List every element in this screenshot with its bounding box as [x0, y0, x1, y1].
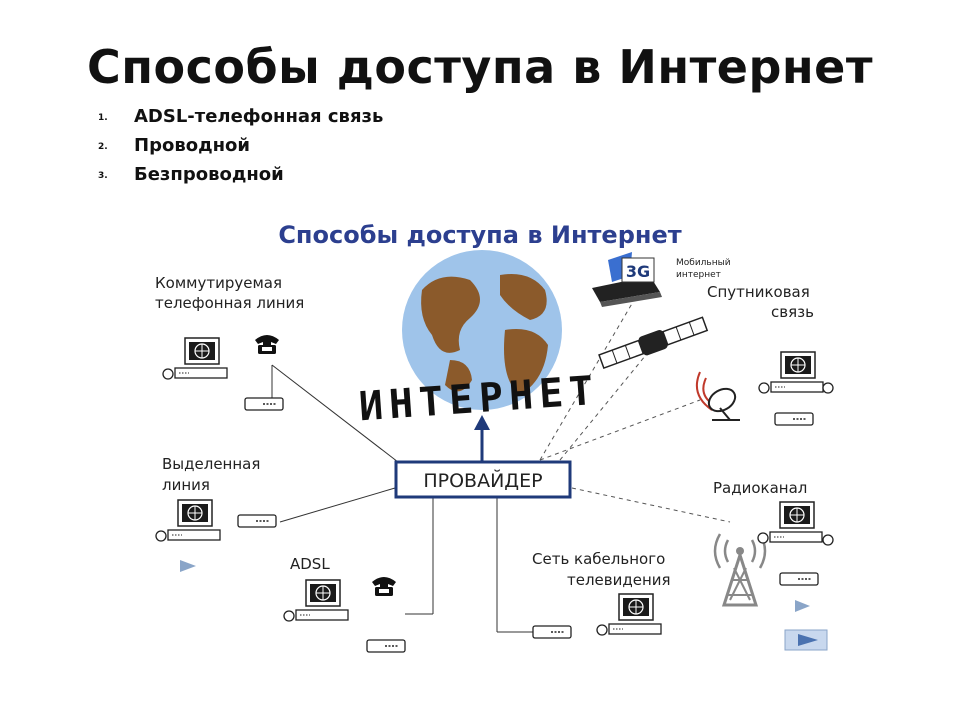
radio-tower-icon	[713, 533, 767, 607]
next-slide-icon	[798, 634, 818, 646]
bullet-item: 3. Безпроводной	[98, 162, 383, 191]
computer-icon	[757, 501, 823, 544]
3g-badge: 3G	[621, 257, 655, 283]
bullet-item: 1. ADSL-телефонная связь	[98, 104, 383, 133]
cable-tv-label: телевидения	[567, 571, 671, 589]
modem-icon	[532, 625, 572, 639]
mobile-internet-label: интернет	[676, 270, 721, 280]
dialup-label: телефонная линия	[155, 294, 304, 312]
modem-icon	[366, 639, 406, 653]
play-icon	[795, 600, 810, 612]
adsl-label: ADSL	[290, 555, 330, 573]
bullet-number: 3.	[98, 171, 108, 181]
leased-line-label: линия	[162, 476, 210, 494]
3g-label: 3G	[626, 262, 650, 281]
bullet-text: Безпроводной	[134, 164, 284, 185]
mobile-internet-label: Мобильный	[676, 258, 731, 268]
computer-icon	[596, 593, 662, 636]
computer-icon	[758, 351, 824, 394]
dish-icon	[696, 371, 740, 421]
slide-title: Способы доступа в Интернет	[86, 40, 874, 94]
mouse-icon	[822, 382, 834, 394]
provider-label: ПРОВАЙДЕР	[423, 469, 542, 492]
bullet-text: Проводной	[134, 135, 251, 156]
leased-line-label: Выделенная	[162, 455, 260, 473]
radio-channel-label: Радиоканал	[713, 479, 807, 497]
next-slide-button[interactable]	[784, 629, 828, 651]
telephone-icon	[372, 577, 396, 596]
play-icon	[180, 560, 196, 572]
bullet-text: ADSL-телефонная связь	[134, 106, 384, 127]
satellite-icon	[598, 316, 709, 370]
computer-icon	[283, 579, 349, 622]
computer-icon	[155, 499, 221, 542]
bullet-number: 1.	[98, 113, 108, 123]
dialup-label: Коммутируемая	[155, 274, 282, 292]
telephone-icon	[255, 335, 279, 354]
modem-icon	[244, 397, 284, 411]
globe-icon	[402, 250, 562, 410]
bullet-number: 2.	[98, 142, 108, 152]
modem-icon	[779, 572, 819, 586]
satellite-label: связь	[771, 303, 814, 321]
modem-icon	[237, 514, 277, 528]
uplink-arrow-icon	[474, 415, 490, 462]
computer-icon	[162, 337, 228, 380]
modem-icon	[774, 412, 814, 426]
mouse-icon	[822, 534, 834, 546]
diagram-title: Способы доступа в Интернет	[278, 221, 681, 249]
cable-tv-label: Сеть кабельного	[532, 550, 665, 568]
satellite-label: Спутниковая	[707, 283, 810, 301]
bullet-list: 1. ADSL-телефонная связь 2. Проводной 3. Бе…	[98, 104, 383, 191]
provider-box: ПРОВАЙДЕР	[394, 460, 572, 499]
bullet-item: 2. Проводной	[98, 133, 383, 162]
